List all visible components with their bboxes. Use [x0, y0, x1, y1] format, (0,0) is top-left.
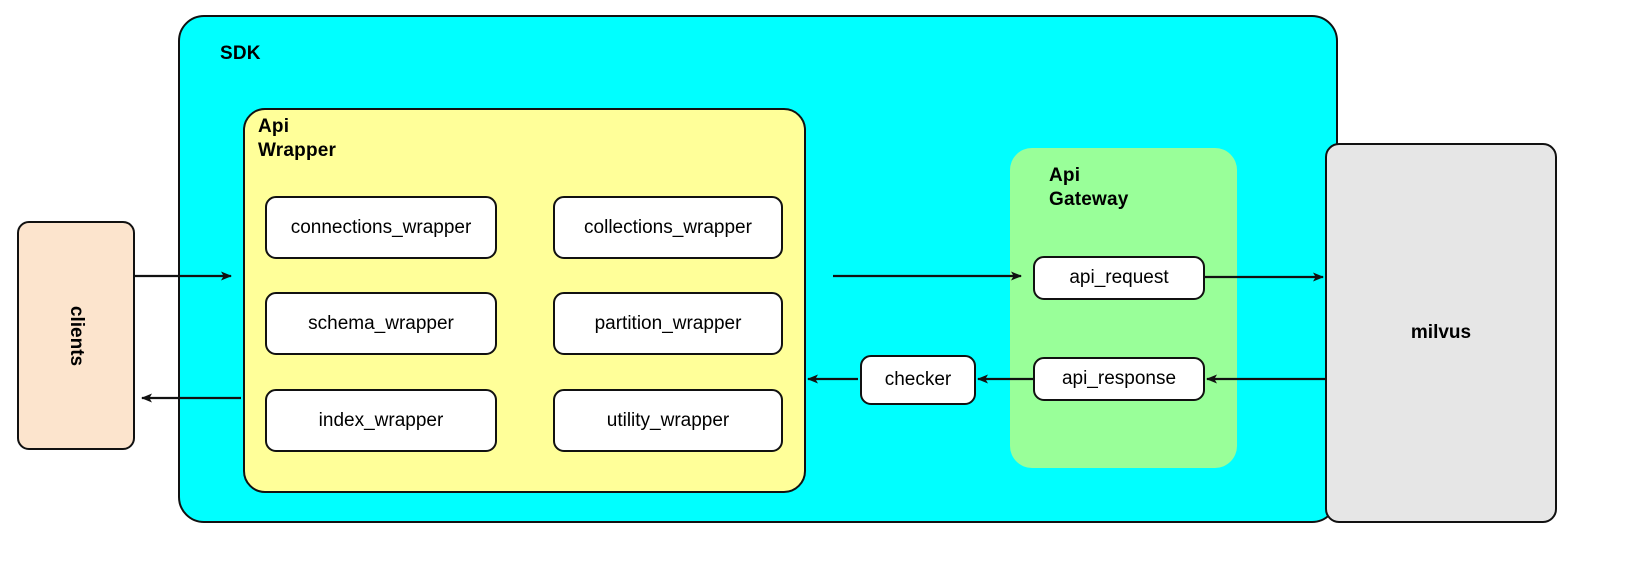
node-schema-wrapper[interactable]: schema_wrapper — [265, 292, 497, 355]
node-collections-wrapper[interactable]: collections_wrapper — [553, 196, 783, 259]
node-connections-wrapper[interactable]: connections_wrapper — [265, 196, 497, 259]
sdk-title: SDK — [220, 43, 261, 64]
node-partition-wrapper[interactable]: partition_wrapper — [553, 292, 783, 355]
node-api-response[interactable]: api_response — [1033, 357, 1205, 401]
milvus-node — [1325, 143, 1557, 523]
node-api-request[interactable]: api_request — [1033, 256, 1205, 300]
clients-node — [17, 221, 135, 450]
api-wrapper-title: Api Wrapper — [258, 116, 337, 162]
node-index-wrapper[interactable]: index_wrapper — [265, 389, 497, 452]
node-utility-wrapper[interactable]: utility_wrapper — [553, 389, 783, 452]
api-gateway-title: Api Gateway — [1049, 165, 1129, 211]
node-checker[interactable]: checker — [860, 355, 976, 405]
api-gateway-container — [1010, 148, 1237, 468]
